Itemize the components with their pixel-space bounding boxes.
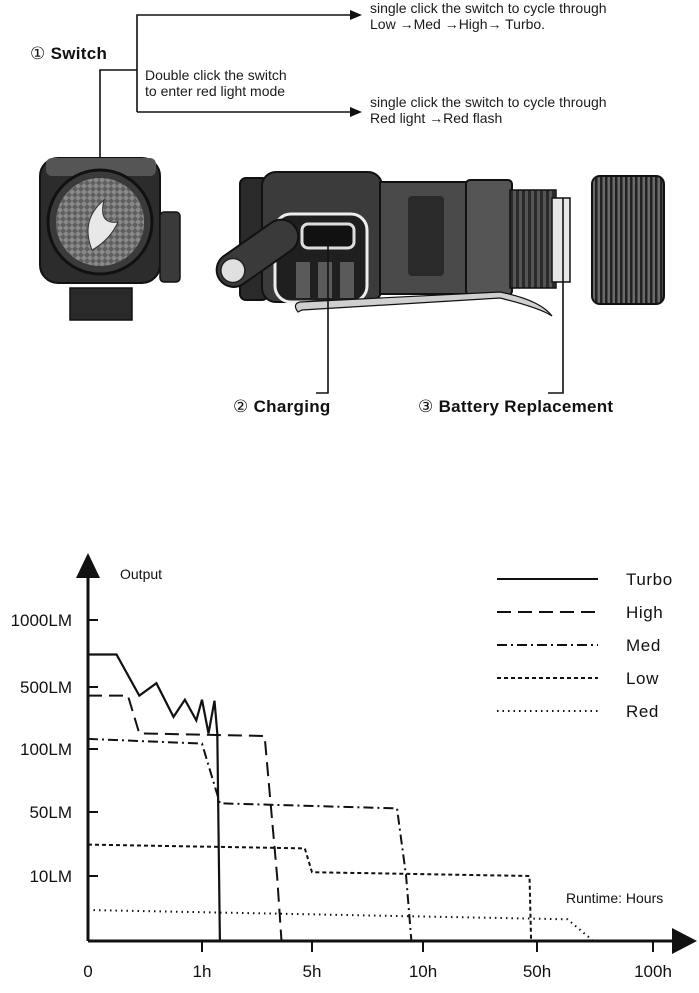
y-axis-title: Output [120,566,162,582]
arrow-head-top [350,10,362,20]
y-ticks: 1000LM 500LM 100LM 50LM 10LM [11,611,98,886]
x-axis-arrow [672,928,697,954]
battery-number: ③ [418,397,434,416]
chart-axes [86,575,676,943]
x-tick-label: 50h [523,962,551,981]
charging-number: ② [233,397,249,416]
battery-label: Battery Replacement [438,397,614,416]
note-cycle-line-2: Low →Med →High→ Turbo. [370,16,546,32]
series-line-red [87,909,594,942]
series-lines [87,653,594,942]
note-double-click: Double click the switch to enter red lig… [145,67,287,99]
y-tick-label: 500LM [20,678,72,697]
y-axis-arrow [76,553,100,578]
x-tick-label: 10h [409,962,437,981]
note-double-line-1: Double click the switch [145,67,287,83]
y-tick-label: 100LM [20,740,72,759]
x-tick-label: 100h [634,962,672,981]
diagram-graphics [39,10,665,394]
y-tick-label: 10LM [29,867,72,886]
x-axis-title: Runtime: Hours [566,890,663,906]
legend-label-high: High [626,603,663,622]
note-red-cycle: single click the switch to cycle through… [370,94,607,126]
arrow-head-red [350,107,362,117]
note-red-line-1: single click the switch to cycle through [370,94,607,110]
y-tick-label: 50LM [29,803,72,822]
x-tick-label: 0 [83,962,92,981]
legend-label-red: Red [626,702,659,721]
battery-callout: ③ Battery Replacement [418,397,613,417]
note-double-line-2: to enter red light mode [145,83,286,99]
y-tick-label: 1000LM [11,611,72,630]
note-red-line-2: Red light →Red flash [370,110,503,126]
series-line-med [87,737,413,942]
flashlight-front-view [39,157,181,321]
switch-number: ① [30,44,46,63]
flashlight-side-view [215,171,665,317]
series-line-low [87,843,533,942]
series-line-high [88,694,283,942]
x-tick-label: 1h [193,962,212,981]
note-cycle-line-1: single click the switch to cycle through [370,0,607,16]
legend-label-med: Med [626,636,661,655]
legend-label-turbo: Turbo [626,570,673,589]
legend-label-low: Low [626,669,659,688]
series-line-turbo [88,653,221,942]
bottom-callout-lines [316,198,564,394]
switch-label: Switch [50,44,108,63]
note-cycle-main: single click the switch to cycle through… [370,0,607,32]
charging-callout: ② Charging [233,397,331,417]
switch-callout: ① Switch [30,44,107,64]
charging-label: Charging [253,397,331,416]
x-ticks: 0 1h 5h 10h 50h 100h [83,941,672,981]
x-tick-label: 5h [303,962,322,981]
